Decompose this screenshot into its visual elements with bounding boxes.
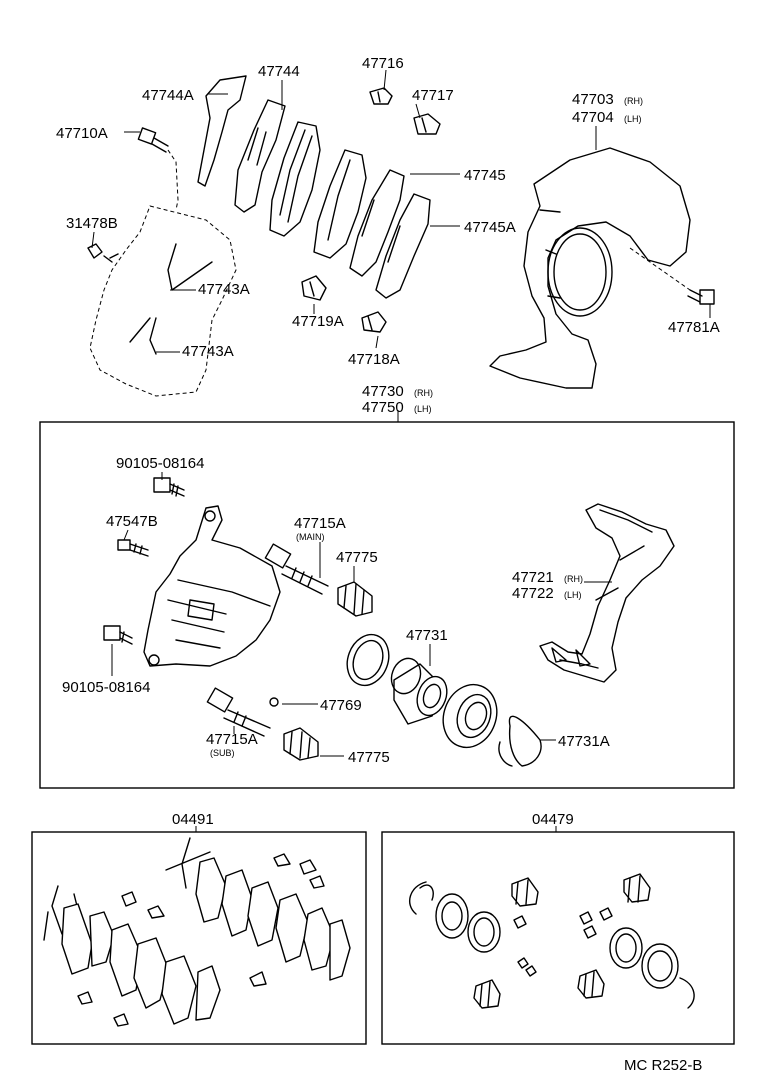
label-footer-code: MC R252-B: [624, 1057, 702, 1074]
label-47750-lh: (LH): [414, 404, 432, 414]
label-47722-lh: (LH): [564, 590, 582, 600]
label-47743A-upper: 47743A: [198, 281, 250, 298]
anti-squeal-shim-47745: [349, 169, 405, 277]
label-47769: 47769: [320, 697, 362, 714]
bleeder-plug-47547B: [117, 539, 149, 557]
wire-clip-47743A-upper: [167, 243, 213, 291]
label-47775-upper: 47775: [336, 549, 378, 566]
slide-pin-47715A-sub: [206, 687, 271, 737]
cylinder-piston: [390, 657, 448, 725]
label-47743A-lower: 47743A: [182, 343, 234, 360]
leader-lines: [91, 69, 711, 757]
label-47744: 47744: [258, 63, 300, 80]
piston-boot: [442, 683, 498, 749]
cylinder-kit-frame: [381, 831, 735, 1045]
label-47703-rh: (RH): [624, 96, 643, 106]
label-47730-rh: (RH): [414, 388, 433, 398]
set-ring-47731A: [498, 715, 542, 767]
label-90105-upper: 90105-08164: [116, 455, 204, 472]
label-47716: 47716: [362, 55, 404, 72]
label-47710A: 47710A: [56, 125, 108, 142]
bolt-90105-lower: [103, 625, 133, 645]
label-47745A: 47745A: [464, 219, 516, 236]
wire-clip-47743A-lower: [129, 317, 157, 355]
bolt-47781A: [629, 247, 715, 305]
bolt-47710A: [137, 127, 179, 211]
label-47730: 47730: [362, 383, 404, 400]
pad-kit-frame: [31, 831, 367, 1045]
label-47781A: 47781A: [668, 319, 720, 336]
label-47750: 47750: [362, 399, 404, 416]
label-47547B: 47547B: [106, 513, 158, 530]
pads-assembly: [87, 75, 715, 397]
label-47721: 47721: [512, 569, 554, 586]
label-47721-rh: (RH): [564, 574, 583, 584]
brake-pad-outer: [313, 149, 367, 259]
clip-47719A: [301, 275, 327, 301]
label-90105-lower: 90105-08164: [62, 679, 150, 696]
bolt-90105-upper: [153, 477, 185, 497]
label-47722: 47722: [512, 585, 554, 602]
ring-47769: [269, 697, 279, 707]
clip-47717: [413, 113, 441, 135]
slide-pin-47715A-main: [264, 543, 329, 595]
label-47731: 47731: [406, 627, 448, 644]
caliper-cylinder-body: [143, 505, 281, 667]
label-47704: 47704: [572, 109, 614, 126]
kit-pads: [61, 857, 351, 1025]
clip-47718A: [361, 311, 387, 333]
label-47715A-main: 47715A: [294, 515, 346, 532]
caliper-outline: [89, 205, 237, 397]
clip-47716: [369, 87, 393, 105]
wear-indicator-31478B: [87, 243, 103, 259]
anti-squeal-shim-47744A: [197, 75, 247, 187]
label-47731A: 47731A: [558, 733, 610, 750]
label-47745: 47745: [464, 167, 506, 184]
piston-seal: [346, 633, 390, 687]
label-47744A: 47744A: [142, 87, 194, 104]
caliper-parts: [103, 477, 675, 767]
anti-squeal-shim-47744: [234, 99, 286, 213]
label-47704-lh: (LH): [624, 114, 642, 124]
pad-kit-parts: [43, 837, 351, 1027]
part-labels: 47744 47744A 47716 47717 47710A 47703 (R…: [56, 55, 720, 1074]
label-47715A-sub: 47715A: [206, 731, 258, 748]
label-47717: 47717: [412, 87, 454, 104]
label-47703: 47703: [572, 91, 614, 108]
label-31478B: 31478B: [66, 215, 118, 232]
brake-pad-inner: [269, 121, 321, 237]
label-47718A: 47718A: [348, 351, 400, 368]
label-47719A: 47719A: [292, 313, 344, 330]
label-sub-note: (SUB): [210, 748, 235, 758]
dust-cover-hub-opening: [547, 227, 613, 317]
anti-squeal-shim-47745A: [375, 193, 431, 299]
cylinder-kit-parts: [408, 873, 695, 1009]
label-main-note: (MAIN): [296, 532, 325, 542]
label-47775-lower: 47775: [348, 749, 390, 766]
label-04479: 04479: [532, 811, 574, 828]
caliper-assembly-frame: [39, 421, 735, 789]
label-04491: 04491: [172, 811, 214, 828]
disc-brake-dust-cover: [489, 147, 691, 389]
